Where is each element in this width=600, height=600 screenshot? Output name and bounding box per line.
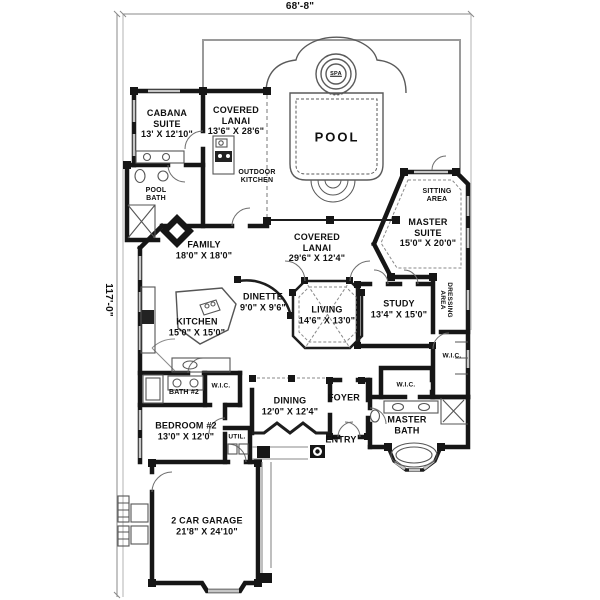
- outdoor-kitchen-counter: [212, 135, 235, 175]
- kitchen-counters: [140, 286, 231, 373]
- door-arcs: [151, 130, 450, 493]
- room-label-entry: ENTRY: [325, 434, 357, 445]
- room-label-bath2: BATH #2: [168, 388, 200, 396]
- room-label-sitting-area: SITTING AREA: [422, 187, 452, 203]
- kitchen-island: [175, 287, 237, 345]
- room-label-master-bath: MASTER BATH: [387, 414, 427, 435]
- room-label-pool-bath: POOL BATH: [145, 186, 167, 202]
- pool-shape: [265, 36, 407, 203]
- dinette-curved-wall: [238, 279, 293, 318]
- pool-enclosure: [202, 39, 461, 173]
- fixtures: [117, 135, 468, 583]
- family-fireplace: [160, 214, 194, 248]
- garage-equipment: [117, 495, 149, 547]
- bath2-fixtures: [142, 374, 204, 404]
- master-bath-fixtures: [369, 398, 468, 468]
- wic-shelves: [455, 341, 468, 375]
- entry-porch: [252, 445, 325, 583]
- room-label-spa: SPA: [330, 70, 342, 77]
- room-label-util: UTIL.: [228, 433, 246, 441]
- room-label-pool: POOL: [314, 129, 360, 145]
- room-label-wic-master-left: W.I.C.: [396, 381, 416, 389]
- pool-steps: [310, 179, 356, 203]
- pool-bath-fixtures: [127, 168, 169, 239]
- dimension-width-label: 68'-8": [285, 1, 315, 13]
- room-label-wic-bedroom2: W.I.C.: [211, 382, 231, 390]
- wall-posts: [123, 87, 460, 587]
- dimension-height-label: 117'-0": [102, 283, 114, 317]
- room-label-outdoor-kitchen: OUTDOOR KITCHEN: [238, 168, 276, 184]
- cabana-vanity: [135, 150, 185, 164]
- ceiling-dashed-lines: [252, 179, 462, 379]
- utility-appliances: [227, 443, 249, 455]
- dimension-lines: [113, 10, 475, 599]
- room-label-foyer: FOYER: [327, 392, 360, 403]
- windows: [132, 89, 470, 593]
- dining-bay-windows: [252, 421, 330, 435]
- spa-outer: [315, 53, 357, 95]
- room-label-wic-master-right: W.I.C.: [442, 352, 462, 360]
- room-label-dressing-area: DRESSING AREA: [439, 282, 454, 318]
